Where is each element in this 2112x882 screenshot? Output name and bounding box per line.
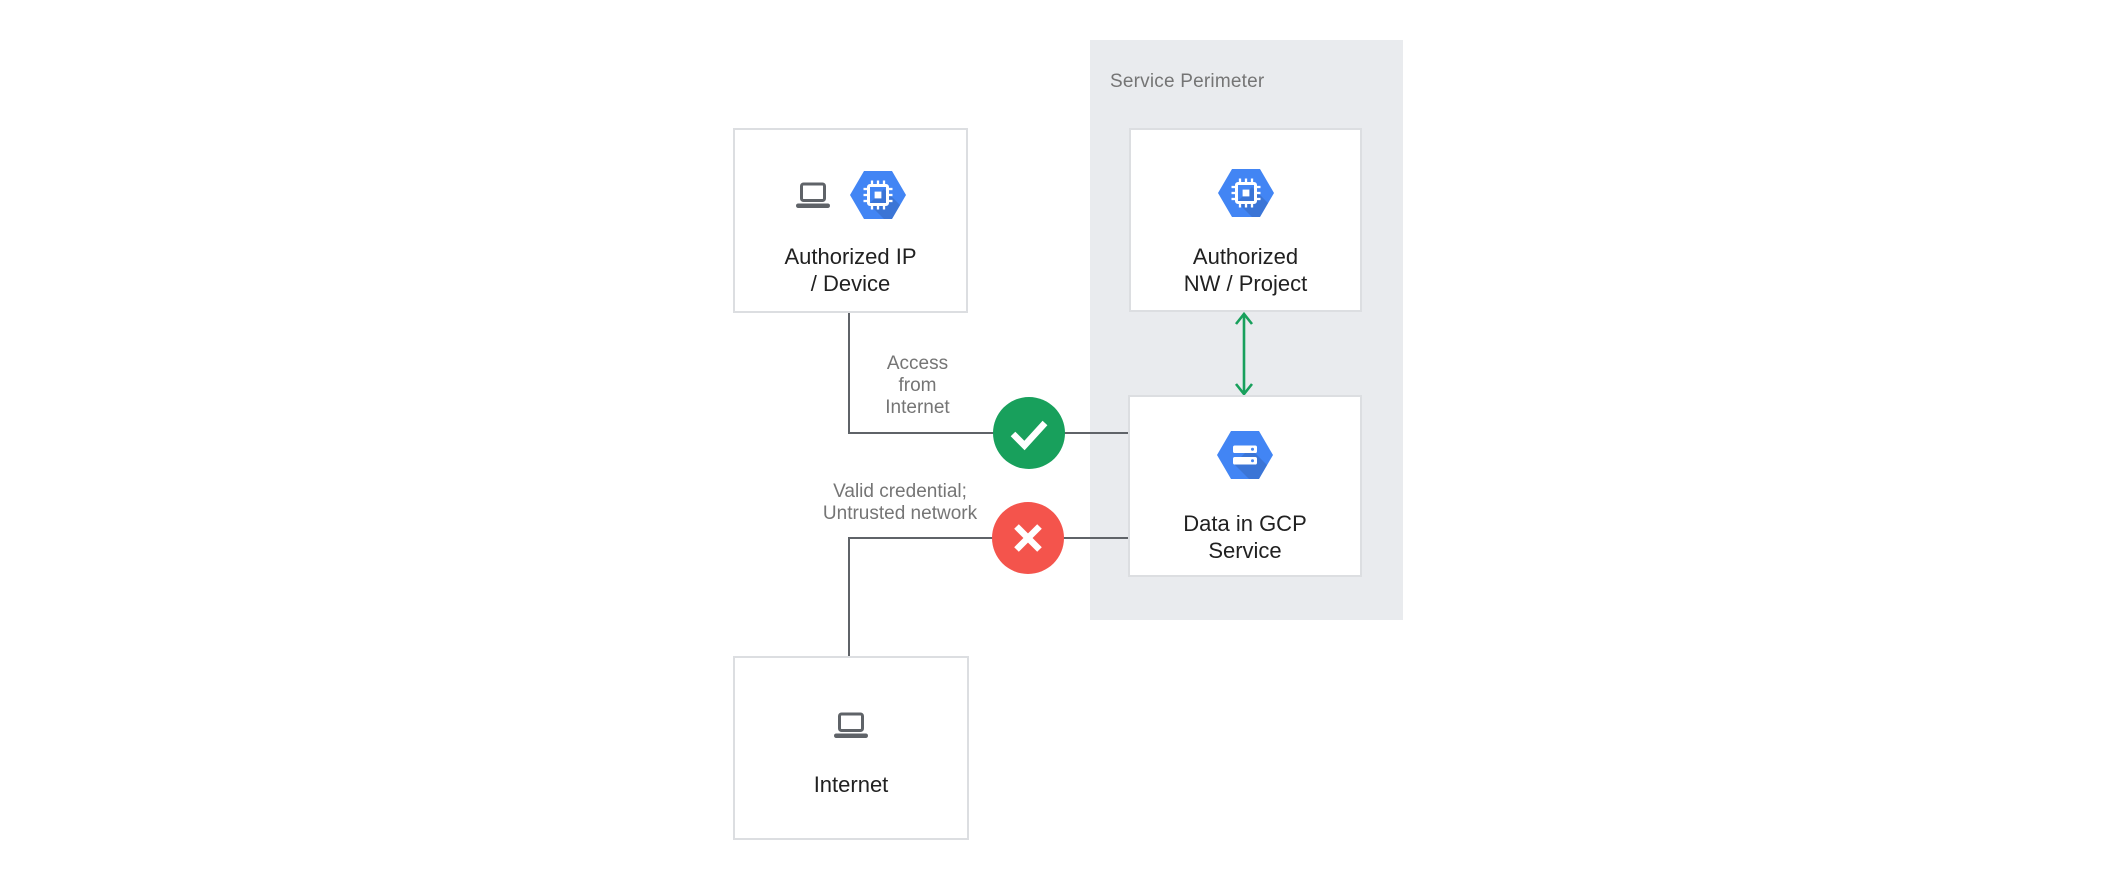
node-icon-row <box>735 171 966 219</box>
edge-label-line: Untrusted network <box>822 503 978 524</box>
allowed-check-badge <box>993 397 1065 469</box>
node-label-line: Authorized <box>1192 244 1299 269</box>
laptop-icon <box>834 712 868 738</box>
check-icon <box>1010 420 1048 451</box>
node-label: Data in GCP Service <box>1130 510 1360 564</box>
edge-label-line: from <box>898 375 937 396</box>
perimeter-double-arrow <box>1231 311 1257 397</box>
node-data-in-gcp-service: Data in GCP Service <box>1128 395 1362 577</box>
x-icon <box>1014 524 1042 552</box>
node-icon-row <box>1131 169 1360 217</box>
gcp-storage-hexagon-icon <box>1217 431 1273 479</box>
denied-edge-label: Valid credential; Untrusted network <box>795 481 1005 525</box>
node-label-line: Internet <box>813 772 889 797</box>
gcp-compute-hexagon-icon <box>849 171 906 219</box>
node-label-line: Service <box>1208 538 1282 563</box>
connector-internet-up <box>848 537 850 656</box>
node-label-line: / Device <box>810 271 891 296</box>
node-authorized-ip-device: Authorized IP / Device <box>733 128 968 313</box>
gcp-compute-hexagon-icon <box>1217 169 1274 217</box>
edge-label-line: Internet <box>885 397 950 418</box>
node-authorized-nw-project: Authorized NW / Project <box>1129 128 1362 312</box>
service-perimeter-label: Service Perimeter <box>1110 71 1265 92</box>
edge-label-line: Valid credential; <box>833 481 967 502</box>
node-internet: Internet <box>733 656 969 840</box>
connector-denied-horizontal <box>848 537 1128 539</box>
node-label-line: Authorized IP <box>784 244 917 269</box>
node-label: Internet <box>735 771 967 798</box>
node-label-line: NW / Project <box>1183 271 1308 296</box>
edge-label-line: Access <box>886 353 949 374</box>
denied-x-badge <box>992 502 1064 574</box>
double-arrow-icon <box>1234 311 1254 397</box>
allowed-edge-label: Access from Internet <box>845 353 990 419</box>
node-label: Authorized IP / Device <box>735 243 966 297</box>
node-icon-row <box>735 712 967 739</box>
connector-allowed-horizontal <box>848 432 1128 434</box>
node-label-line: Data in GCP <box>1183 511 1307 536</box>
connector-authorized-ip-down <box>848 313 850 433</box>
node-label: Authorized NW / Project <box>1131 243 1360 297</box>
node-icon-row <box>1130 431 1360 479</box>
laptop-icon <box>795 182 830 208</box>
